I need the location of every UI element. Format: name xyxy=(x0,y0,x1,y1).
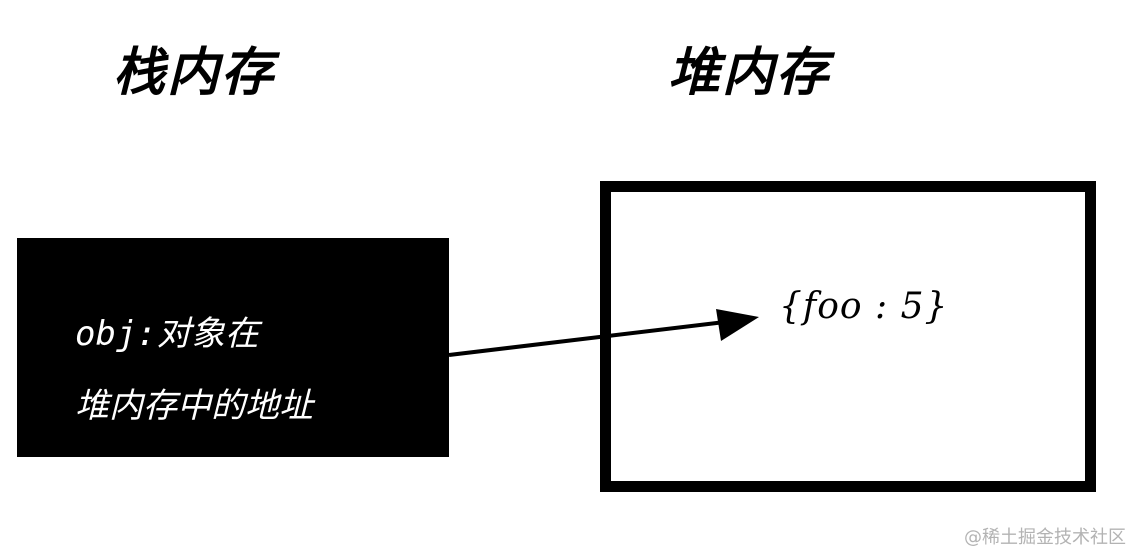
heap-memory-heading: 堆内存 xyxy=(668,42,831,103)
heap-object-value: {foo : 5} xyxy=(779,286,949,327)
stack-memory-box: obj:对象在 堆内存中的地址 xyxy=(17,238,449,457)
watermark: @稀土掘金技术社区 xyxy=(964,527,1126,548)
stack-address-label: 堆内存中的地址 xyxy=(75,386,313,426)
stack-memory-heading: 栈内存 xyxy=(113,42,276,103)
heap-memory-box: {foo : 5} xyxy=(600,181,1096,492)
stack-variable-label: obj:对象在 xyxy=(75,314,259,354)
